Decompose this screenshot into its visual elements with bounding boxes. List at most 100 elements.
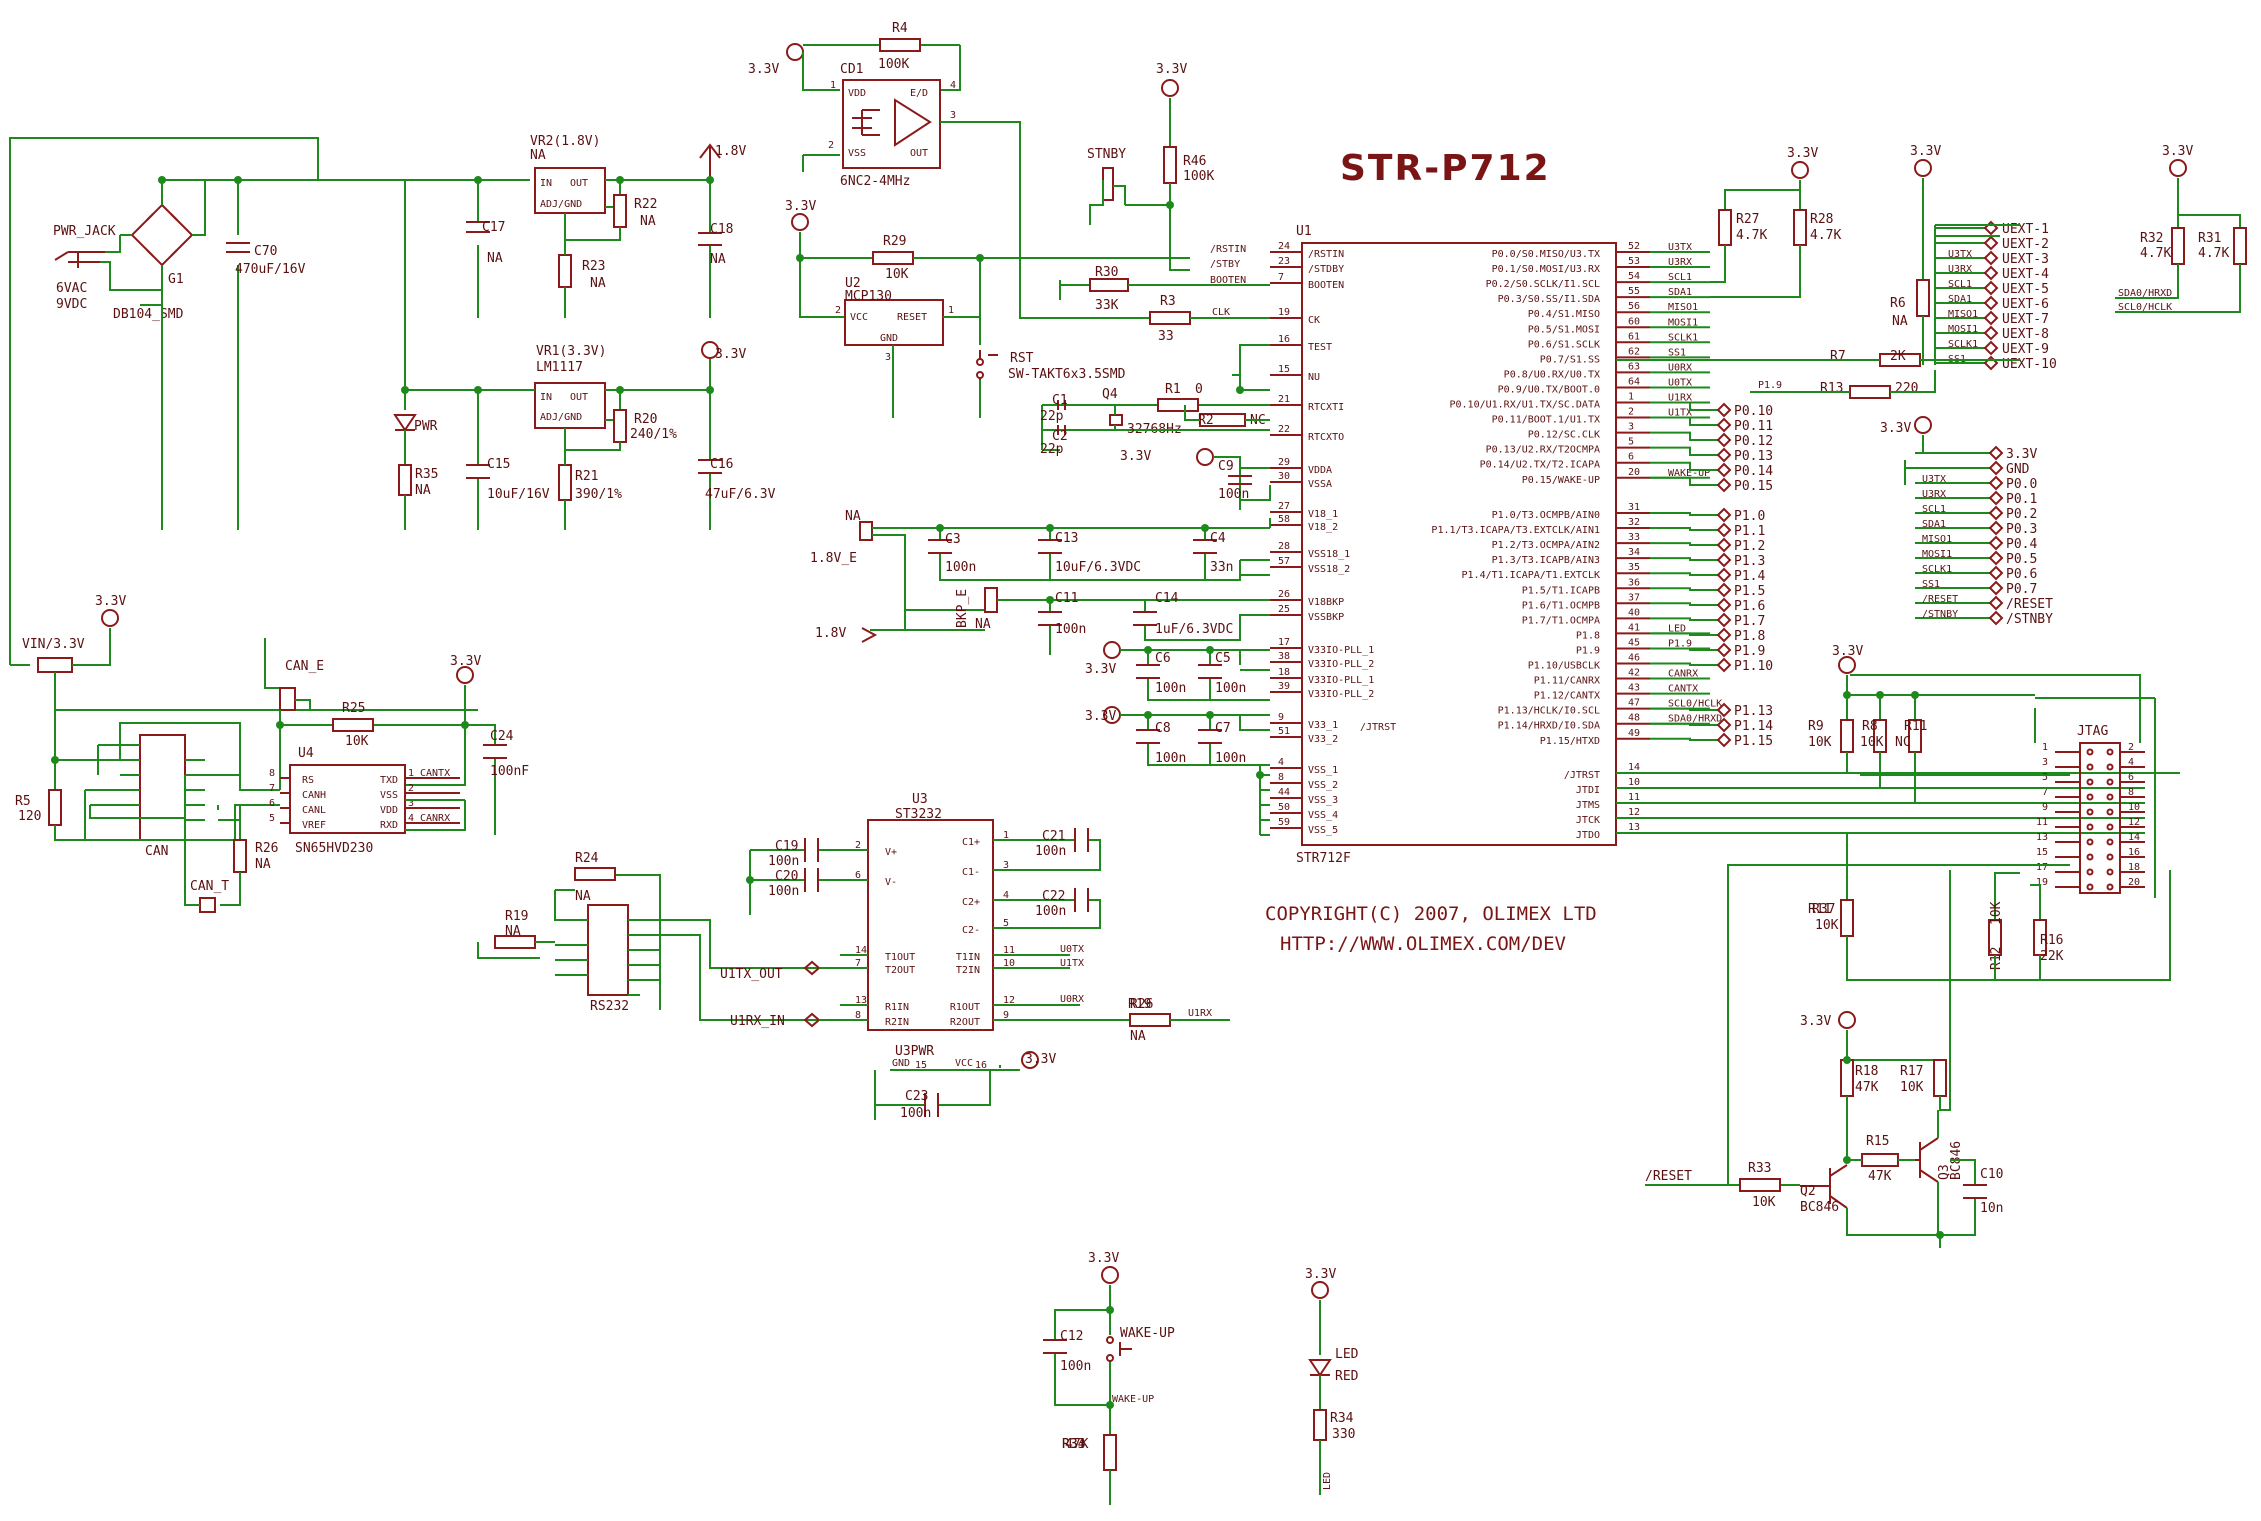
u3-pin-name: T1IN (956, 952, 980, 963)
u4-net: CANTX (420, 768, 450, 779)
svg-text:C4: C4 (1210, 531, 1226, 546)
u1-pin-name: V18BKP (1308, 597, 1344, 608)
svg-text:R46: R46 (1183, 154, 1206, 169)
ext-diamond (1988, 445, 2004, 461)
svg-text:U1TX: U1TX (1060, 958, 1084, 969)
svg-text:1: 1 (830, 80, 836, 91)
ext-label: /RESET (2006, 597, 2053, 612)
u1-pin-number: 4 (1278, 757, 1284, 768)
svg-text:4: 4 (950, 80, 956, 91)
u1-pin-number: 33 (1628, 532, 1640, 543)
jtag-pin-number: 2 (2128, 742, 2134, 753)
u4-pin-number: 6 (269, 798, 275, 809)
svg-text:NA: NA (640, 214, 656, 229)
svg-text:R28: R28 (1810, 212, 1833, 227)
svg-text:R23: R23 (582, 259, 605, 274)
svg-text:4.7K: 4.7K (2140, 246, 2171, 261)
svg-text:C70: C70 (254, 244, 277, 259)
port-diamond (1716, 537, 1732, 553)
ext-label: P0.0 (2006, 477, 2037, 492)
port-diamond (1716, 702, 1732, 718)
jtag-pin-number: 5 (2042, 772, 2048, 783)
svg-text:100n: 100n (1035, 844, 1066, 859)
svg-text:SN65HVD230: SN65HVD230 (295, 841, 373, 856)
u1-pin-name: V33IO-PLL_1 (1308, 675, 1374, 686)
u1-pin-name: P1.8 (1576, 630, 1600, 641)
svg-text:GND: GND (880, 333, 898, 344)
svg-text:3.3V: 3.3V (1800, 1014, 1831, 1029)
u1-pin-name: P1.12/CANTX (1534, 691, 1600, 702)
svg-text:R35: R35 (415, 467, 438, 482)
svg-text:1.8V_E: 1.8V_E (810, 551, 857, 566)
ext-net: SS1 (1922, 579, 1940, 590)
svg-text:120: 120 (18, 809, 41, 824)
u1-mcu: U1 STR712F /RSTIN24/STDBY23BOOTEN7CK19TE… (1270, 224, 1773, 866)
u1-pin-name: VSS_4 (1308, 810, 1338, 821)
svg-text:/STBY: /STBY (1210, 259, 1240, 270)
svg-text:C14: C14 (1155, 591, 1179, 606)
svg-text:100n: 100n (900, 1106, 931, 1121)
u1-pin-number: 61 (1628, 331, 1640, 342)
u3-pin-number: 5 (1003, 918, 1009, 929)
u3-pin-number: 8 (855, 1010, 861, 1021)
port-label: P1.14 (1734, 719, 1773, 734)
svg-text:CAN_T: CAN_T (190, 879, 229, 894)
ext-net: U3RX (1922, 489, 1946, 500)
u3-pin-name: C1- (962, 867, 980, 878)
u1-pin-name: VSS_2 (1308, 780, 1338, 791)
ext-label: GND (2006, 462, 2030, 477)
u4-pin-number: 7 (269, 783, 275, 794)
u1-pin-number: 41 (1628, 622, 1640, 633)
svg-text:3.3V: 3.3V (1085, 662, 1116, 677)
svg-text:2: 2 (835, 305, 841, 316)
svg-text:CAN_E: CAN_E (285, 659, 324, 674)
svg-text:U4: U4 (298, 746, 314, 761)
u1-pin-number: 29 (1278, 457, 1290, 468)
svg-text:R27: R27 (1736, 212, 1759, 227)
u1-pin-name: P1.9 (1576, 645, 1600, 656)
jtag-pin-number: 11 (2036, 817, 2048, 828)
svg-text:3: 3 (950, 110, 956, 121)
svg-text:10uF/6.3VDC: 10uF/6.3VDC (1055, 560, 1141, 575)
svg-text:47K: 47K (1855, 1080, 1879, 1095)
u1-pin-number: 15 (1278, 364, 1290, 375)
jtag-pin-number: 4 (2128, 757, 2134, 768)
u1-pin-number: 7 (1278, 272, 1284, 283)
u1-pin-name: V18_2 (1308, 522, 1338, 533)
ext-label: P0.5 (2006, 552, 2037, 567)
u1-pin-name: VSSA (1308, 479, 1332, 490)
svg-text:E/D: E/D (910, 88, 928, 99)
u1-pin-name: P0.2/S0.SCLK/I1.SCL (1486, 279, 1600, 290)
svg-text:R11: R11 (1904, 719, 1927, 734)
u1-pin-name: VSS18_1 (1308, 549, 1350, 560)
ext-label: P0.4 (2006, 537, 2037, 552)
svg-text:NA: NA (505, 924, 521, 939)
svg-text:47K: 47K (1065, 1437, 1089, 1452)
svg-text:22p: 22p (1040, 442, 1064, 457)
svg-text:R19: R19 (1128, 997, 1151, 1012)
u1-pin-number: 14 (1628, 762, 1640, 773)
u1-pin-number: 20 (1628, 467, 1640, 478)
u3-pin-number: 13 (855, 995, 867, 1006)
svg-text:STNBY: STNBY (1087, 147, 1126, 162)
svg-text:10n: 10n (1980, 1201, 2003, 1216)
svg-text:VSS: VSS (848, 148, 866, 159)
jtag-pin-number: 19 (2036, 877, 2048, 888)
svg-text:C12: C12 (1060, 1329, 1083, 1344)
port-label: P1.9 (1734, 644, 1765, 659)
u1-pin-name: V18_1 (1308, 509, 1338, 520)
u4-pin-name: VDD (380, 805, 398, 816)
url-text: HTTP://WWW.OLIMEX.COM/DEV (1280, 933, 1566, 955)
u1-pin-name: P0.10/U1.RX/U1.TX/SC.DATA (1449, 400, 1600, 411)
u3-pin-name: C1+ (962, 837, 980, 848)
ext-net: U3TX (1922, 474, 1946, 485)
svg-text:NA: NA (1130, 1029, 1146, 1044)
svg-text:CAN: CAN (145, 844, 168, 859)
port-label: P1.8 (1734, 629, 1765, 644)
